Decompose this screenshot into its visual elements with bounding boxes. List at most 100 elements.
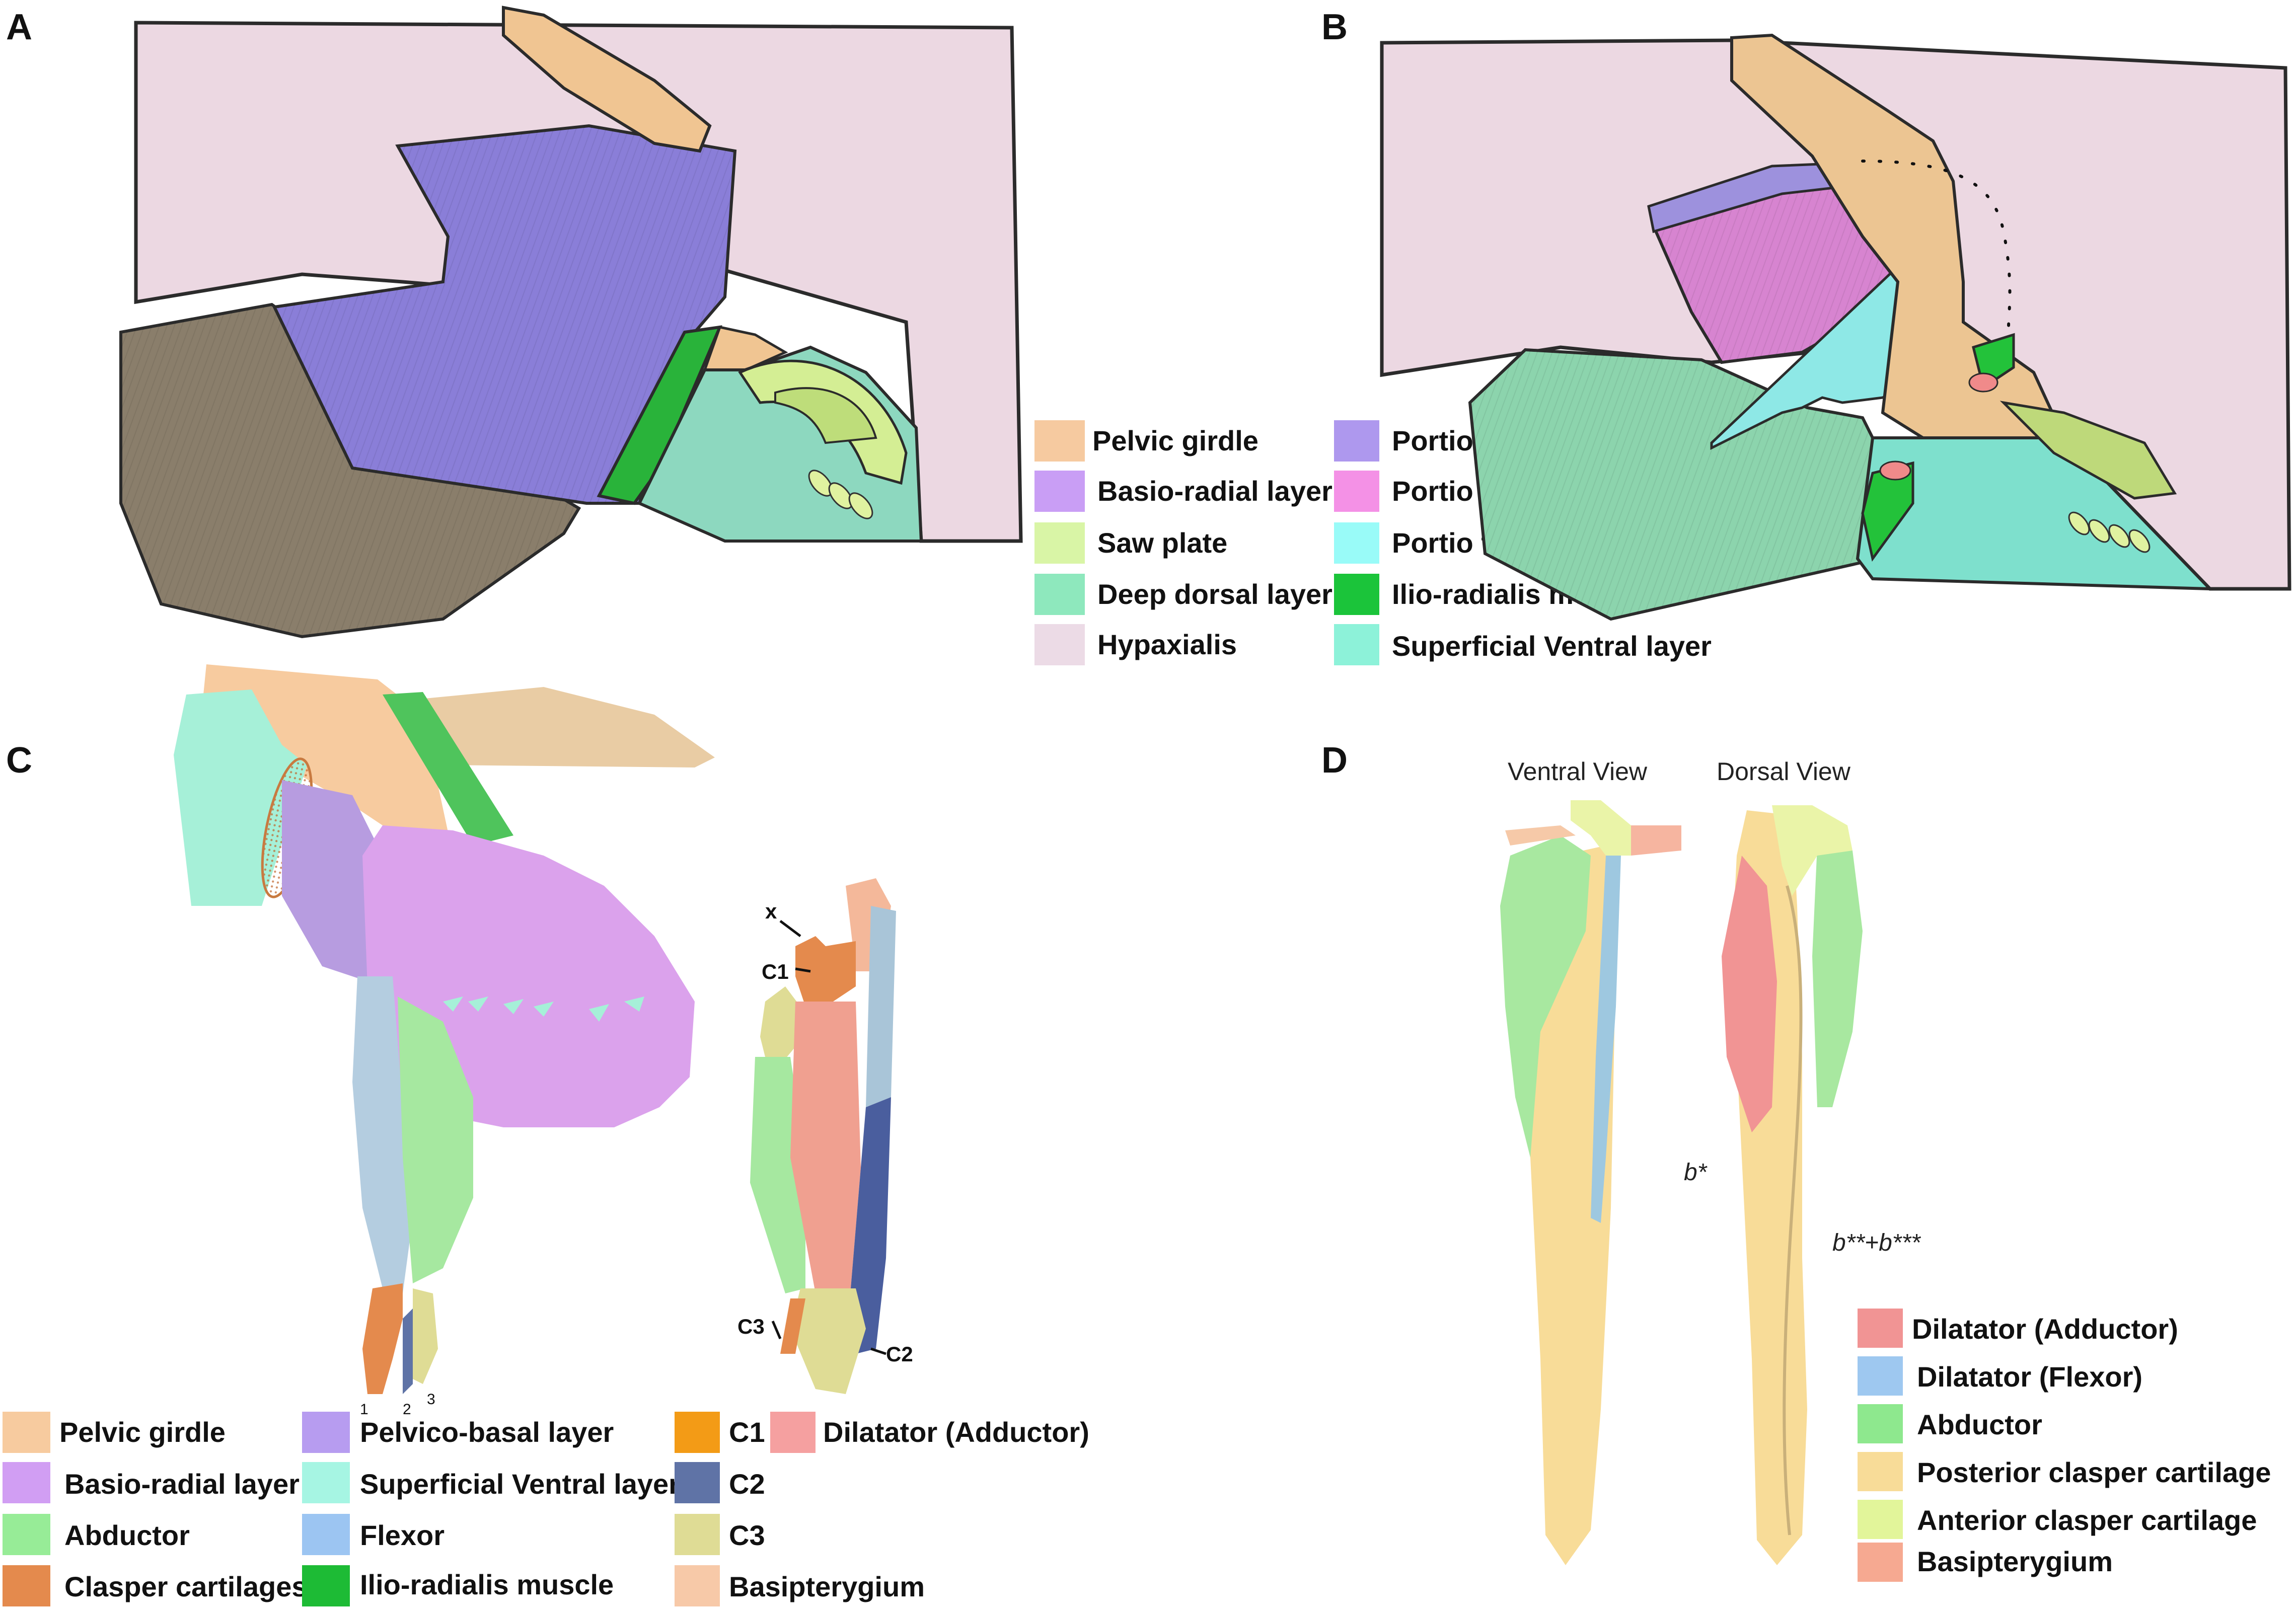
d-ventral-view — [1500, 800, 1681, 1565]
legend-c-swatch-9 — [675, 1462, 720, 1503]
legend-ab-label-3: Deep dorsal layer — [1097, 578, 1332, 610]
legend-ab-swatch-2 — [1034, 522, 1085, 564]
panel-d-label: D — [1321, 740, 1348, 781]
legend-d-swatch-5 — [1858, 1543, 1903, 1582]
b-ilio-radialis-cut — [1968, 372, 1998, 393]
d-dorsal-abductor — [1812, 846, 1863, 1107]
legend-c-label-1: Basio-radial layer — [64, 1468, 300, 1500]
a-teeth — [808, 470, 873, 519]
legend-ab-swatch-3 — [1034, 574, 1085, 615]
legend-d-label-0: Dilatator (Adductor) — [1912, 1313, 2178, 1345]
c2-c3-bottom — [790, 1288, 866, 1394]
legend-c-label-8: C1 — [729, 1416, 765, 1448]
legend-c-swatch-5 — [302, 1462, 350, 1503]
c-marker-x-line — [779, 920, 801, 937]
c-marker-c1: C1 — [762, 960, 789, 983]
legend-d-swatch-1 — [1858, 1356, 1903, 1396]
legend-c-swatch-0 — [3, 1412, 50, 1453]
d-ventral-basipterygium — [1631, 825, 1681, 856]
legend-c-swatch-10 — [675, 1514, 720, 1555]
panel-c: C 1 2 3 — [3, 664, 1089, 1606]
c2-c3-rod — [780, 1298, 805, 1354]
d-dorsal-anterior-clasper — [1772, 805, 1853, 896]
d-note-b2: b**+b*** — [1832, 1230, 1921, 1256]
legend-ab-swatch-8 — [1334, 574, 1379, 615]
legend-d-swatch-3 — [1858, 1452, 1903, 1491]
c-pelvic-girdle — [201, 664, 453, 856]
legend-ab-swatch-5 — [1334, 420, 1379, 462]
b-saw-plate — [1999, 401, 2177, 500]
legend-c-label-3: Clasper cartilages — [64, 1571, 307, 1602]
legend-c-swatch-3 — [3, 1565, 50, 1606]
legend-ab-swatch-4 — [1034, 624, 1085, 665]
legend-d-label-4: Anterior clasper cartilage — [1917, 1504, 2257, 1536]
legend-c-label-2: Abductor — [64, 1519, 190, 1551]
d-ventral-flexor — [1591, 856, 1621, 1223]
d-dorsal-groove — [1783, 885, 1803, 1536]
legend-d-swatch-4 — [1858, 1500, 1903, 1539]
c-num-1: 1 — [360, 1401, 368, 1418]
legend-c-label-5: Superficial Ventral layer — [360, 1468, 680, 1500]
d-dorsal-view — [1722, 805, 1863, 1565]
b-pelvic-girdle — [1730, 33, 2066, 439]
legend-d-swatch-2 — [1858, 1404, 1903, 1443]
legend-c-swatch-8 — [675, 1412, 720, 1453]
legend-d-swatch-0 — [1858, 1309, 1903, 1348]
c-clasper-2 — [403, 1309, 413, 1394]
b-teeth — [2068, 511, 2151, 553]
b-deep-dorsal-layer — [1856, 436, 2214, 591]
legend-ab-label-4: Hypaxialis — [1097, 629, 1237, 660]
legend-ab-label-1: Basio-radial layer — [1097, 475, 1332, 507]
legend-c-label-11: Basipterygium — [729, 1571, 925, 1602]
c-marker-c3: C3 — [737, 1315, 765, 1338]
d-dorsal-dilatator-adductor — [1722, 856, 1777, 1132]
panel-b: B — [1321, 7, 2291, 621]
c-marker-c1-line — [795, 967, 811, 973]
a-brown-texture — [121, 304, 579, 637]
c-num-2: 2 — [403, 1401, 411, 1418]
legend-d-label-1: Dilatator (Flexor) — [1917, 1361, 2142, 1393]
legend-c-swatch-2 — [3, 1514, 50, 1555]
panel-a-label: A — [6, 7, 32, 47]
d-dorsal-view-title: Dorsal View — [1717, 757, 1851, 786]
a-basio-radial-texture — [274, 126, 735, 503]
legend-d: Dilatator (Adductor) Dilatator (Flexor) … — [1858, 1309, 2271, 1582]
c2-flexor — [866, 906, 896, 1107]
c-marker-c2: C2 — [886, 1342, 913, 1366]
legend-ab-label-9: Superficial Ventral layer — [1392, 630, 1712, 662]
d-note-b1: b* — [1684, 1159, 1708, 1186]
legend-c-label-10: C3 — [729, 1519, 765, 1551]
c-pelvico-basal — [282, 780, 383, 981]
legend-c-label-0: Pelvic girdle — [59, 1416, 226, 1448]
legend-ab-swatch-7 — [1334, 522, 1379, 564]
legend-ab-swatch-6 — [1334, 471, 1379, 512]
c2-abductor — [750, 1057, 805, 1293]
legend-c-swatch-11 — [675, 1565, 720, 1606]
d-ventral-left-cap — [1505, 825, 1576, 846]
legend-ab-swatch-9 — [1334, 624, 1379, 665]
legend-ab-swatch-0 — [1034, 420, 1085, 462]
c-clasper-3 — [413, 1288, 438, 1384]
c-marker-c3-line — [771, 1321, 782, 1339]
legend-c-label-12: Dilatator (Adductor) — [823, 1416, 1089, 1448]
legend-c-swatch-12 — [770, 1412, 816, 1453]
legend-c-swatch-1 — [3, 1462, 50, 1503]
c2-c2 — [851, 1097, 891, 1354]
panel-c-label: C — [6, 740, 32, 781]
legend-c-swatch-6 — [302, 1514, 350, 1555]
legend-c-swatch-4 — [302, 1412, 350, 1453]
legend-c-label-6: Flexor — [360, 1519, 445, 1551]
c2-c3-top — [760, 986, 800, 1077]
legend-d-label-2: Abductor — [1917, 1409, 2042, 1440]
c-basio-radial-gaps — [443, 996, 644, 1022]
d-ventral-abductor — [1500, 835, 1591, 1158]
legend-c-label-7: Ilio-radialis muscle — [360, 1569, 614, 1600]
panel-d: D Ventral View Dorsal View b* b**+b*** D… — [1321, 740, 2271, 1582]
b-cylinder-2-cut — [1879, 460, 1911, 481]
d-ventral-anterior-clasper — [1571, 800, 1631, 856]
c-abductor — [398, 996, 473, 1283]
c-clasper-1 — [362, 1283, 403, 1394]
legend-c: Pelvic girdle Basio-radial layer Abducto… — [3, 1412, 1089, 1606]
